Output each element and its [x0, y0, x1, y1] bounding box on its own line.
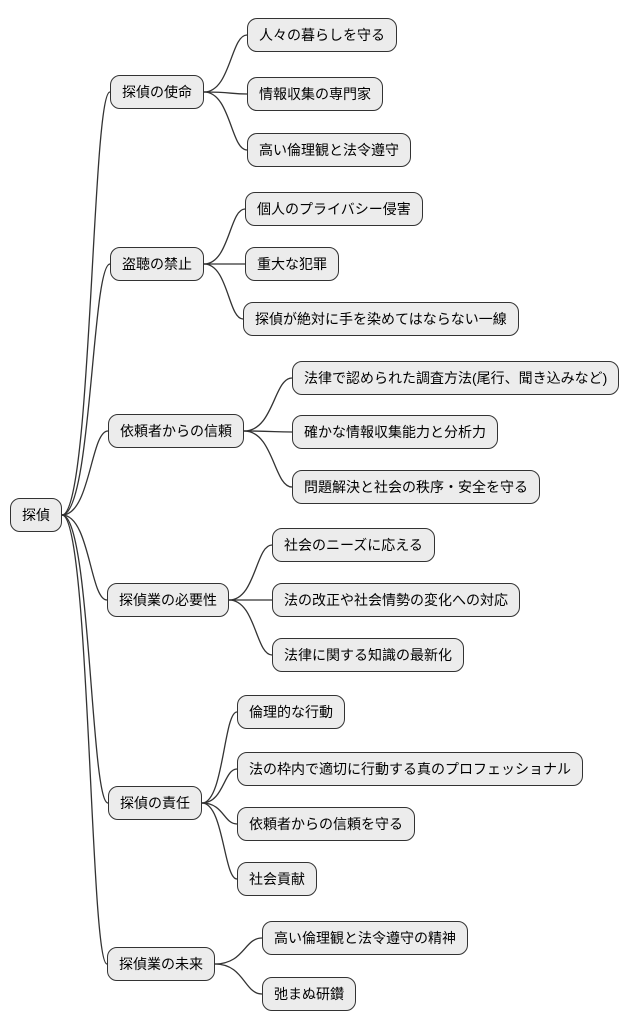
- branch-node: 探偵の使命: [110, 75, 204, 109]
- leaf-node: 法の改正や社会情勢の変化への対応: [272, 583, 520, 617]
- leaf-node: 高い倫理観と法令遵守: [247, 133, 411, 167]
- leaf-node: 人々の暮らしを守る: [247, 18, 397, 52]
- leaf-node: 問題解決と社会の秩序・安全を守る: [292, 470, 540, 504]
- leaf-node: 重大な犯罪: [245, 247, 339, 281]
- leaf-node: 探偵が絶対に手を染めてはならない一線: [243, 302, 519, 336]
- branch-node: 依頼者からの信頼: [108, 414, 244, 448]
- branch-node: 探偵業の未来: [107, 947, 215, 981]
- leaf-node: 弛まぬ研鑽: [262, 977, 356, 1011]
- leaf-node: 高い倫理観と法令遵守の精神: [262, 921, 468, 955]
- leaf-node: 個人のプライバシー侵害: [245, 192, 423, 226]
- mindmap-root-node: 探偵: [10, 498, 62, 532]
- leaf-node: 社会貢献: [237, 862, 317, 896]
- branch-node: 探偵業の必要性: [107, 583, 229, 617]
- leaf-node: 法の枠内で適切に行動する真のプロフェッショナル: [237, 752, 583, 786]
- leaf-node: 確かな情報収集能力と分析力: [292, 415, 498, 449]
- leaf-node: 法律で認められた調査方法(尾行、聞き込みなど): [292, 361, 620, 395]
- leaf-node: 依頼者からの信頼を守る: [237, 807, 415, 841]
- branch-node: 探偵の責任: [108, 786, 202, 820]
- leaf-node: 社会のニーズに応える: [272, 528, 435, 562]
- branch-node: 盗聴の禁止: [110, 247, 204, 281]
- leaf-node: 法律に関する知識の最新化: [272, 638, 464, 672]
- leaf-node: 情報収集の専門家: [247, 77, 383, 111]
- leaf-node: 倫理的な行動: [237, 695, 345, 729]
